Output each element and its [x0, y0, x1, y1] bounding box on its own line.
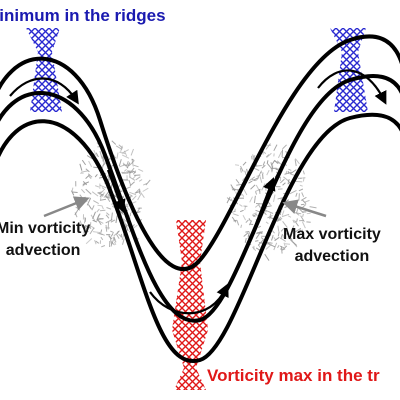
min-advection-pointer	[43, 196, 90, 218]
min-advection-label: Min vorticity advection	[0, 218, 90, 262]
max-advection-line2: advection	[294, 248, 370, 265]
ascending-flow-arrow	[254, 177, 276, 225]
max-advection-line1: Max vorticity	[283, 226, 381, 243]
middle-wave-line	[0, 73, 400, 323]
max-advection-label: Max vorticity advection	[283, 224, 381, 268]
min-advection-line1: Min vorticity	[0, 220, 91, 237]
ridge-hatch-left	[26, 28, 62, 112]
trough-flow-arrow	[149, 283, 229, 315]
ridge-flow-arrow-right	[317, 69, 387, 105]
descending-flow-arrow	[106, 169, 126, 213]
ridges-vorticity-title: y minimum in the ridges	[0, 6, 166, 25]
upper-wave-line	[0, 34, 400, 271]
lower-wave-line	[0, 112, 400, 364]
ridge-flow-arrow-left	[9, 77, 79, 105]
trough-hatch	[172, 220, 208, 390]
trough-vorticity-title: Vorticity max in the tr	[207, 366, 380, 385]
min-advection-line2: advection	[5, 242, 81, 259]
max-advection-pointer	[282, 199, 327, 218]
